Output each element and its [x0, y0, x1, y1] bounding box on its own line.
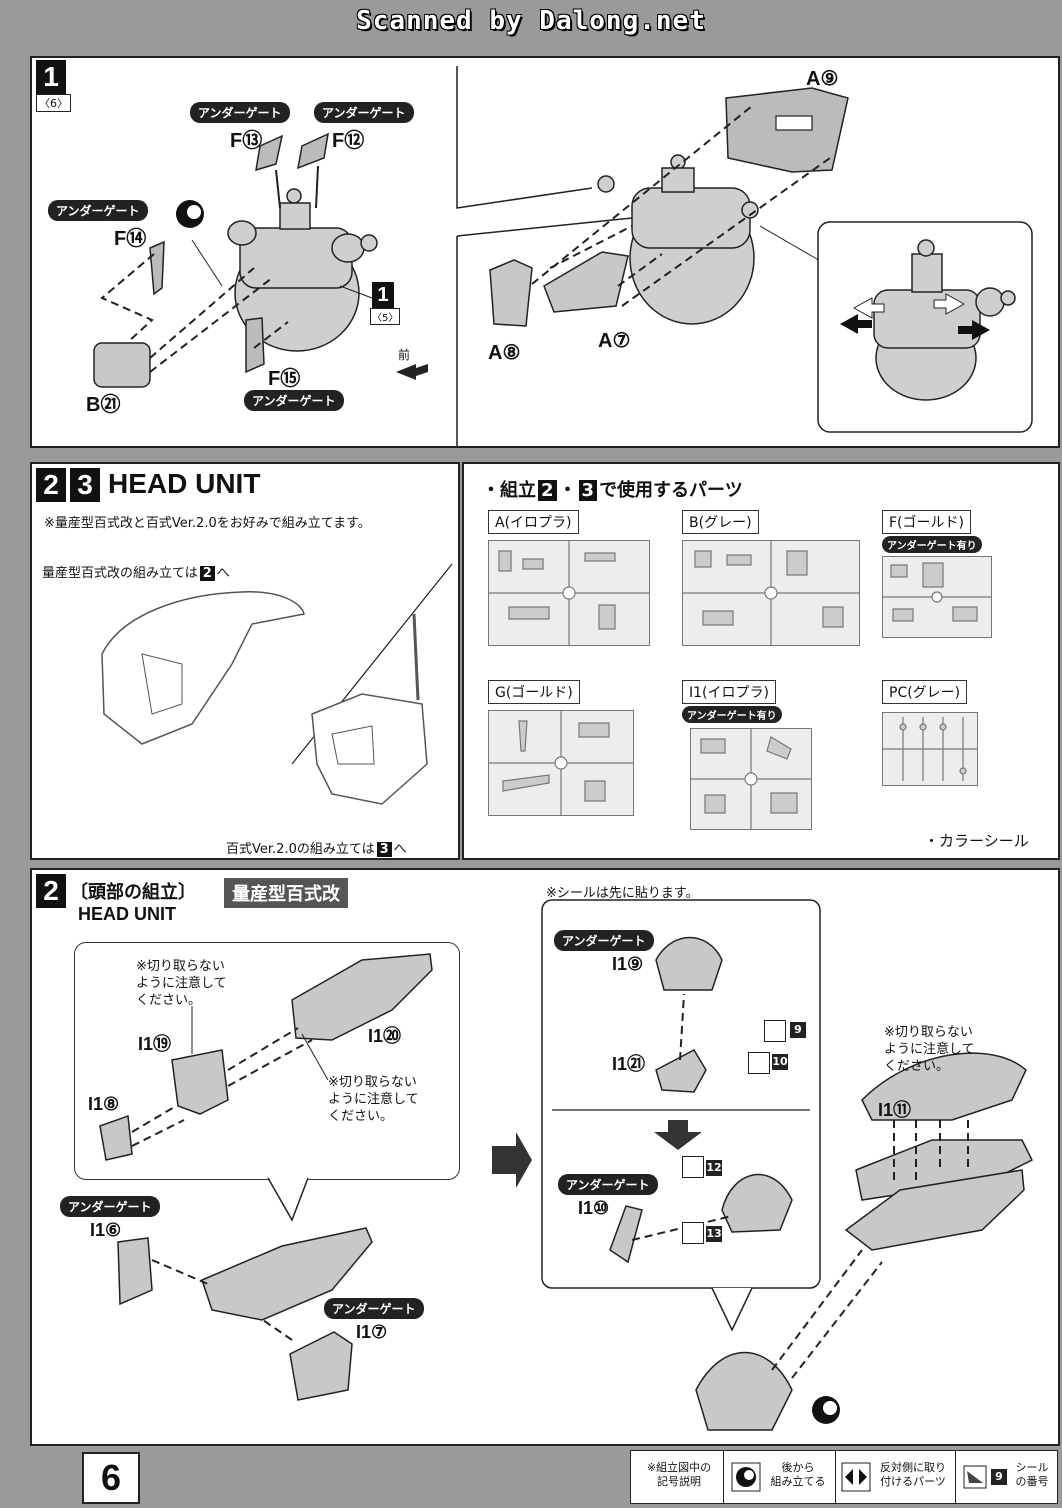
sticker-num-12: 12: [706, 1160, 722, 1176]
part-i1-21: I1㉑: [612, 1054, 646, 1074]
under-gate-tag-f15: アンダーゲート: [244, 390, 344, 411]
step2-variant: 量産型百式改: [224, 878, 348, 908]
scan-credit: Scanned by Dalong.net: [356, 6, 706, 36]
part-b21: B㉑: [86, 394, 121, 416]
under-gate-tag-i1-7: アンダーゲート: [324, 1298, 424, 1319]
part-i1-19: I1⑲: [138, 1034, 172, 1054]
runner-b-label: B(グレー): [682, 510, 759, 534]
sticker-icon-13: [682, 1222, 704, 1244]
step2-jp-title: 〔頭部の組立〕: [70, 882, 196, 903]
part-i1-8: I1⑧: [88, 1094, 120, 1114]
runner-g: [488, 710, 634, 816]
part-i1-11: I1⑪: [878, 1100, 912, 1120]
legend-sticker: シール の番号: [1015, 1461, 1049, 1488]
symbol-legend: ※組立図中の 記号説明 後から 組み立てる 反対側に取り 付けるパーツ 9 シー…: [630, 1450, 1058, 1504]
part-a7: A⑦: [598, 330, 631, 352]
step2-diagram: [99, 899, 1034, 1431]
head-unit-title: HEAD UNIT: [108, 468, 261, 499]
legend-title: ※組立図中の 記号説明: [646, 1461, 712, 1488]
caution-note-3: ※切り取らない ように注意して ください。: [884, 1025, 975, 1074]
runner-pc: [882, 712, 978, 786]
part-i1-7: I1⑦: [356, 1322, 388, 1342]
step1-ref-prev: 〈6〉: [36, 94, 71, 112]
sticker-num-10: 10: [772, 1054, 788, 1070]
front-label: 前: [398, 348, 411, 362]
sticker-num-9: 9: [790, 1022, 806, 1038]
step1-number: 1: [36, 60, 66, 94]
step2-panel: 2 〔頭部の組立〕 量産型百式改 HEAD UNIT ※切り取らない ように注意…: [30, 868, 1060, 1446]
color-seal-label: ・カラーシール: [924, 832, 1029, 850]
part-f15: F⑮: [268, 368, 301, 390]
legend-opposite-side: 反対側に取り 付けるパーツ: [880, 1461, 946, 1488]
part-i1-9: I1⑨: [612, 954, 644, 974]
seal-note: ※シールは先に貼ります。: [546, 886, 699, 901]
under-gate-tag-f14: アンダーゲート: [48, 200, 148, 221]
head-num-3: 3: [70, 468, 100, 502]
part-a9: A⑨: [806, 68, 839, 90]
caution-note-2: ※切り取らない ように注意して ください。: [328, 1075, 419, 1124]
step2-en-title: HEAD UNIT: [78, 904, 176, 924]
sticker-icon: [963, 1465, 987, 1489]
part-f12: F⑫: [332, 130, 365, 152]
runner-b: [682, 540, 860, 646]
runner-a-label: A(イロプラ): [488, 510, 579, 534]
head-unit-panel: 2 3 HEAD UNIT ※量産型百式改と百式Ver.2.0をお好みで組み立て…: [30, 462, 460, 860]
assemble-later-icon: [731, 1462, 761, 1492]
sticker-icon-12: [682, 1156, 704, 1178]
part-f14: F⑭: [114, 228, 147, 250]
under-gate-tag-f13: アンダーゲート: [190, 102, 290, 123]
caution-note-1: ※切り取らない ように注意して ください。: [136, 959, 227, 1008]
step2-number: 2: [36, 874, 66, 908]
sticker-icon-9: [764, 1020, 786, 1042]
runner-i1: [690, 728, 812, 830]
step1-ref-sub: 〈5〉: [370, 308, 401, 325]
part-i1-6: I1⑥: [90, 1220, 122, 1240]
part-f13: F⑬: [230, 130, 263, 152]
head-num-2: 2: [36, 468, 66, 502]
runner-g-label: G(ゴールド): [488, 680, 580, 704]
under-gate-tag-f12: アンダーゲート: [314, 102, 414, 123]
part-i1-20: I1⑳: [368, 1026, 402, 1046]
head-unit-note: ※量産型百式改と百式Ver.2.0をお好みで組み立てます。: [44, 516, 371, 531]
legend-assemble-later: 後から 組み立てる: [770, 1461, 826, 1488]
under-gate-tag-i1-10: アンダーゲート: [558, 1174, 658, 1195]
runner-pc-label: PC(グレー): [882, 680, 968, 704]
opposite-side-icon: [841, 1462, 871, 1492]
runner-f-under-gate: アンダーゲート有り: [882, 536, 982, 553]
under-gate-tag-i1-6: アンダーゲート: [60, 1196, 160, 1217]
sticker-icon-10: [748, 1052, 770, 1074]
sticker-num-13: 13: [706, 1226, 722, 1242]
head-variants-diagram: [101, 563, 453, 805]
runner-a: [488, 540, 650, 646]
runner-i1-under-gate: アンダーゲート有り: [682, 706, 782, 723]
page-number: 6: [82, 1452, 140, 1504]
part-a8: A⑧: [488, 342, 521, 364]
step1-panel: 1 〈6〉: [30, 56, 1060, 448]
runner-f-label: F(ゴールド): [882, 510, 971, 534]
runner-f: [882, 556, 992, 638]
part-i1-10: I1⑩: [578, 1198, 610, 1218]
step1-sub-number: 1: [372, 282, 394, 308]
legend-sticker-number: 9: [991, 1469, 1007, 1485]
under-gate-tag-i1-9: アンダーゲート: [554, 930, 654, 951]
runner-i1-label: I1(イロプラ): [682, 680, 776, 704]
step1-diagram: [93, 66, 1033, 446]
